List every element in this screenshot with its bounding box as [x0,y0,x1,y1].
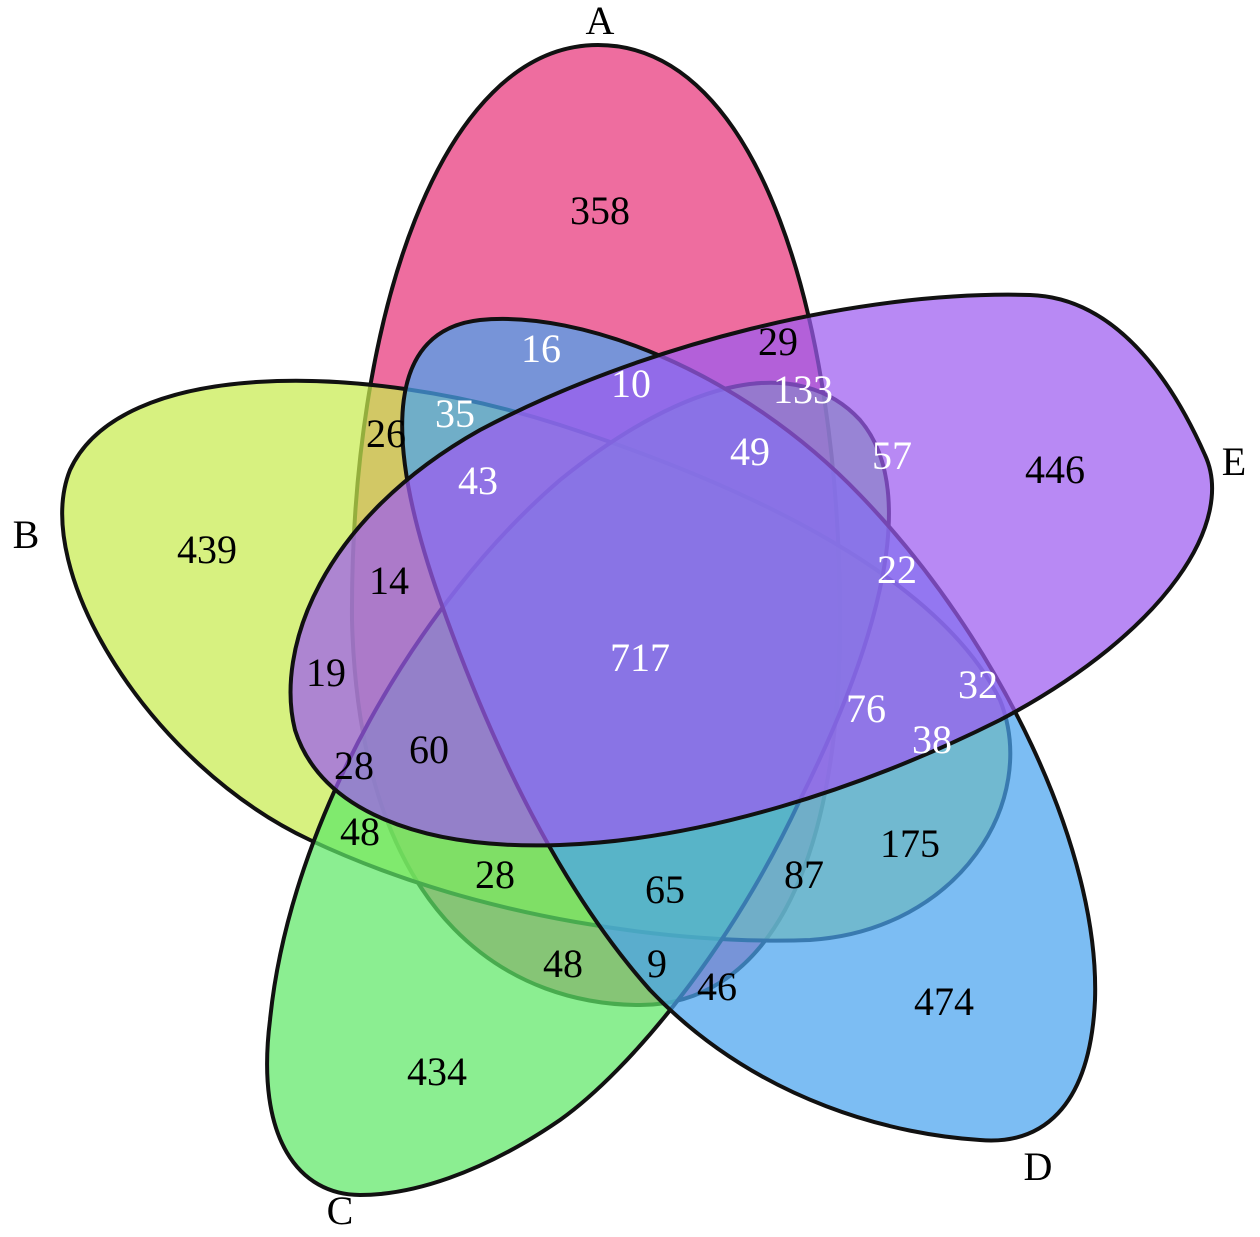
set-labels: A B C D E [13,0,1247,1233]
region-count: 60 [409,727,449,772]
set-e-shape [288,292,1215,848]
region-count: 35 [435,391,475,436]
region-count: 48 [340,809,380,854]
region-count: 9 [647,941,667,986]
region-count: 26 [366,411,406,456]
region-count: 175 [880,821,940,866]
region-count: 46 [697,964,737,1009]
region-count: 28 [334,743,374,788]
set-label-b: B [13,512,40,557]
region-count: 38 [912,717,952,762]
set-shapes [60,42,1215,1198]
region-count: 22 [877,547,917,592]
region-count: 57 [872,433,912,478]
region-count: 29 [758,319,798,364]
region-count: 133 [773,367,833,412]
region-count: 48 [543,941,583,986]
region-count: 65 [645,867,685,912]
region-counts: 358 439 434 474 446 16 29 10 133 26 35 4… [177,188,1085,1094]
region-count: 10 [611,361,651,406]
region-count: 717 [610,635,670,680]
region-count: 446 [1025,447,1085,492]
set-label-e: E [1222,439,1246,484]
region-count: 14 [369,558,409,603]
region-count: 474 [914,979,974,1024]
region-count: 19 [306,650,346,695]
region-count: 16 [521,326,561,371]
region-count: 434 [407,1049,467,1094]
region-count: 49 [730,429,770,474]
set-label-d: D [1024,1144,1053,1189]
set-label-c: C [327,1188,354,1233]
region-count: 43 [458,458,498,503]
region-count: 32 [958,662,998,707]
region-count: 439 [177,527,237,572]
set-label-a: A [586,0,615,43]
region-count: 87 [784,852,824,897]
region-count: 358 [570,188,630,233]
region-count: 76 [846,686,886,731]
region-count: 28 [475,852,515,897]
